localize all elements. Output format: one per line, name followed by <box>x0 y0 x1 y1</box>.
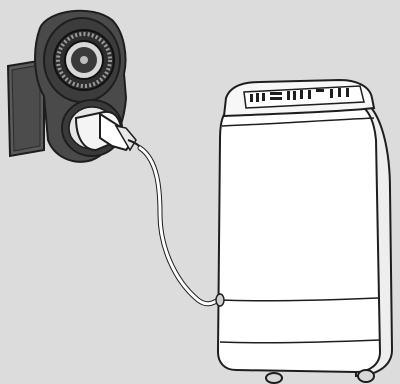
power-plug-icon <box>76 112 144 150</box>
power-cable-icon <box>140 148 218 304</box>
portable-air-conditioner-icon <box>216 80 392 383</box>
